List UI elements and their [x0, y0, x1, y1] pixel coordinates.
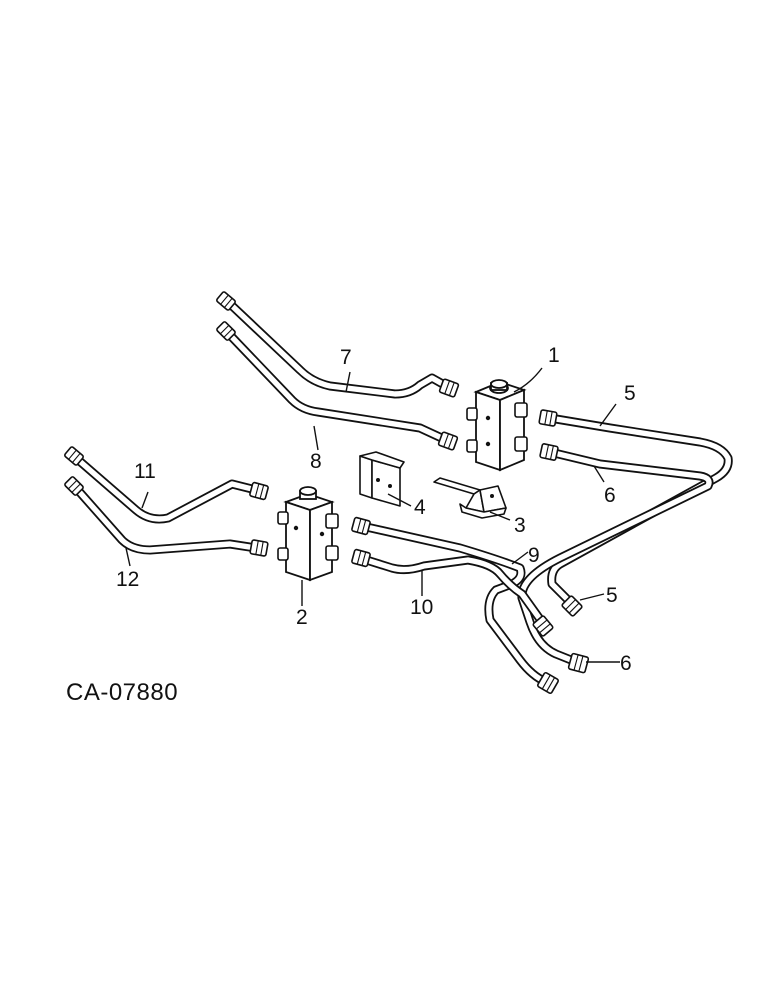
bracket-3	[433, 477, 507, 519]
nut-7-left	[216, 291, 236, 311]
tube-5	[545, 413, 733, 609]
callout-10: 10	[410, 596, 433, 619]
tube-9	[357, 521, 551, 687]
tube-nuts	[64, 291, 590, 694]
nut-10-lower	[532, 615, 554, 637]
nut-9-left	[351, 516, 371, 536]
nut-5-upper	[538, 409, 558, 427]
callout-9: 9	[528, 544, 540, 567]
nut-7-right	[438, 378, 460, 398]
callout-3: 3	[514, 514, 526, 537]
leader-lines	[125, 367, 620, 663]
distribution-block-1	[466, 379, 528, 472]
callout-1: 1	[548, 344, 560, 367]
callout-11: 11	[134, 460, 156, 483]
tube-11	[71, 453, 261, 524]
distribution-block-2	[277, 486, 339, 582]
callout-5: 5	[624, 382, 636, 405]
nut-6-upper	[539, 443, 559, 461]
callout-2: 2	[296, 606, 308, 629]
tube-7	[223, 297, 453, 399]
nut-8-right	[437, 431, 459, 451]
nut-12-left	[64, 476, 84, 496]
tube-6	[517, 447, 714, 667]
tube-8	[223, 328, 451, 445]
callout-8: 8	[310, 450, 322, 473]
callout-5-lower: 5	[606, 584, 618, 607]
nut-9-lower	[537, 672, 559, 694]
tube-12	[71, 483, 261, 555]
nut-5-lower	[561, 595, 583, 617]
callout-6: 6	[604, 484, 616, 507]
callout-4: 4	[414, 496, 426, 519]
callout-labels: 1 2 3 4 5 6 7 8 9 10 11 12 5 6	[116, 344, 636, 675]
tube-10	[355, 553, 547, 627]
nut-11-right	[249, 481, 269, 501]
nut-12-right	[249, 539, 269, 557]
nut-11-left	[64, 446, 84, 466]
reference-code: CA-07880	[66, 679, 178, 706]
callout-7: 7	[340, 346, 352, 369]
bracket-4	[359, 451, 405, 507]
nut-10-left	[351, 548, 371, 568]
tube-lines	[71, 297, 733, 687]
callout-6-lower: 6	[620, 652, 632, 675]
callout-12: 12	[116, 568, 139, 591]
nut-6-lower	[567, 652, 590, 674]
nut-8-left	[216, 321, 236, 341]
